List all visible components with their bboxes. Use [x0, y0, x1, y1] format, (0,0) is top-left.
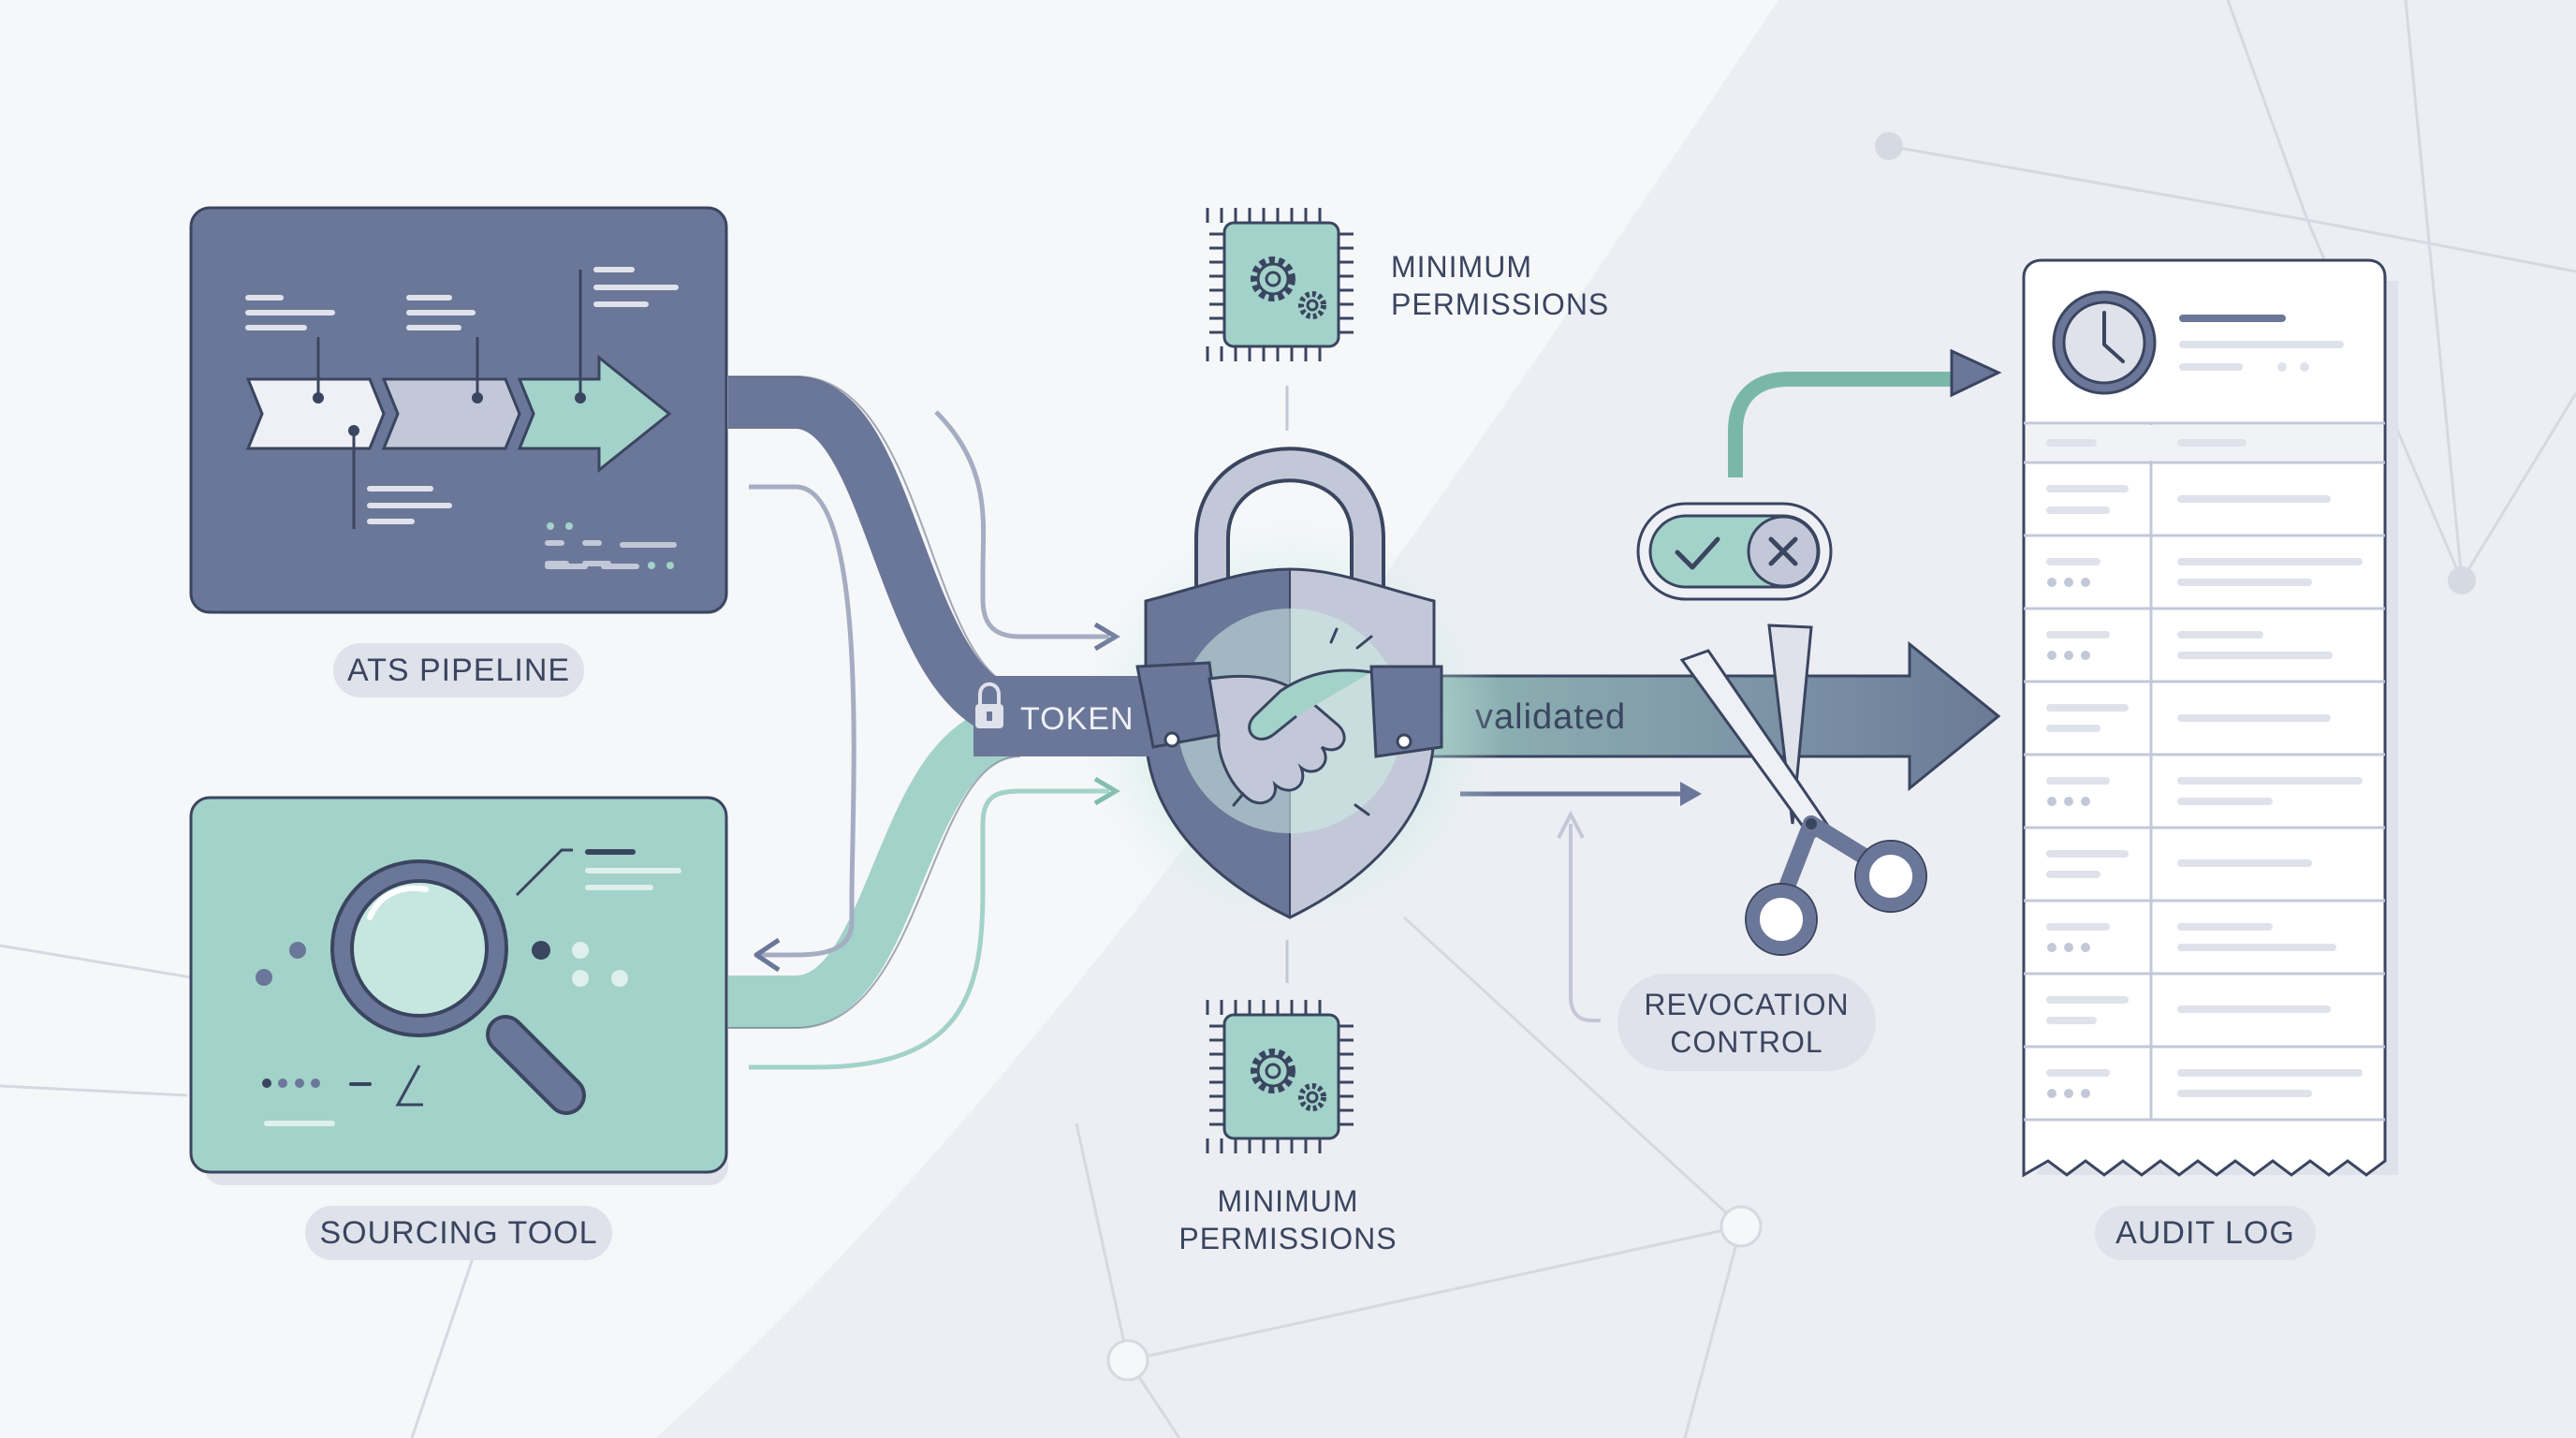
permissions-bottom-line2: PERMISSIONS: [1178, 1222, 1397, 1255]
revocation-line2: CONTROL: [1670, 1025, 1822, 1059]
pipeline-stages: [245, 354, 672, 474]
revocation-control-pill: REVOCATION CONTROL: [1617, 974, 1876, 1071]
token-band: TOKEN: [973, 676, 1161, 756]
magnifier-icon: [330, 859, 586, 1115]
audit-log-receipt: [2022, 258, 2398, 1178]
ats-pipeline-pill: ATS PIPELINE: [333, 643, 584, 697]
permissions-bottom-line1: MINIMUM: [1218, 1184, 1359, 1218]
chip-icon-bottom: [1206, 1000, 1354, 1153]
audit-log-label: AUDIT LOG: [2115, 1215, 2295, 1251]
handshake-icon: [1135, 627, 1443, 816]
audit-log-pill: AUDIT LOG: [2095, 1206, 2316, 1260]
gear-icon-2: [1251, 1049, 1326, 1111]
chip-icon-top: [1206, 208, 1354, 361]
checkmark-icon: [1675, 536, 1720, 570]
revocation-pointer: [1557, 810, 1601, 1022]
scissors-icon: [1679, 624, 1927, 956]
feed-line-grey: [934, 410, 1109, 639]
clock-icon: [2052, 290, 2157, 395]
ats-pipeline-panel: [189, 206, 728, 614]
token-label: TOKEN: [1020, 701, 1134, 737]
permissions-top-line1: MINIMUM: [1391, 250, 1532, 284]
sourcing-tool-pill: SOURCING TOOL: [305, 1206, 612, 1260]
mint-flow-band-outline: [725, 756, 1021, 1029]
revocation-line1: REVOCATION: [1644, 988, 1849, 1021]
secondary-flow-arrow: [1460, 782, 1702, 806]
sourcing-tool-label: SOURCING TOOL: [319, 1215, 597, 1251]
sourcing-tool-panel: [189, 796, 728, 1185]
gear-icon: [1251, 257, 1326, 319]
toggle-up-arrow: [1728, 372, 1952, 477]
return-line-grey: [749, 484, 856, 958]
lock-icon: [975, 682, 1003, 728]
close-icon: [1768, 536, 1798, 566]
permissions-top-line2: PERMISSIONS: [1391, 287, 1609, 321]
audit-table: [2024, 421, 2385, 1122]
return-arrowhead: [754, 937, 781, 973]
toggle-switch: [1636, 348, 2002, 601]
network-nodes: [1875, 132, 2476, 594]
slate-flow-band-outline: [725, 375, 1031, 691]
feed-line-mint: [749, 788, 1109, 1070]
ats-pipeline-label: ATS PIPELINE: [347, 653, 570, 688]
